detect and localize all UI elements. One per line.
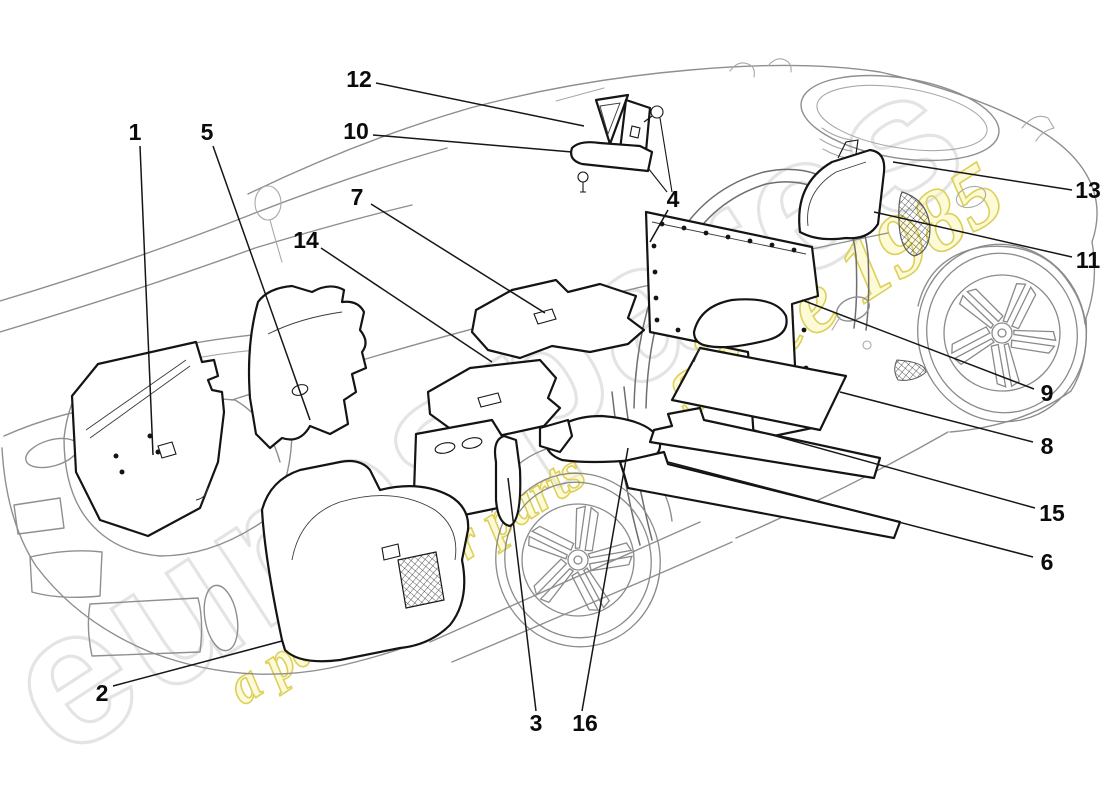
- part-label-4: 4: [667, 186, 680, 212]
- part-2-bumper-liner: [260, 459, 470, 663]
- leader-line-9: [801, 299, 1035, 390]
- part-label-6: 6: [1041, 549, 1054, 575]
- leader-line-1: [139, 145, 154, 456]
- leader-line-12: [375, 82, 585, 127]
- leader-line-11: [873, 211, 1073, 258]
- part-label-10: 10: [343, 118, 369, 144]
- part-label-7: 7: [351, 184, 364, 210]
- leader-line-15: [753, 429, 1036, 509]
- insulation-parts: [70, 93, 902, 663]
- leader-line-8: [839, 391, 1034, 443]
- leader-line-7: [370, 203, 546, 314]
- leader-line-6: [667, 461, 1034, 558]
- part-14-lower-mat: [426, 358, 562, 438]
- part-8-floor-mat: [670, 346, 848, 432]
- front-wheel: [495, 472, 661, 648]
- part-label-5: 5: [201, 119, 214, 145]
- leader-line-13: [892, 161, 1073, 191]
- leader-line-2: [112, 640, 283, 687]
- part-label-13: 13: [1075, 177, 1100, 203]
- part-1-front-bulkhead-pad: [70, 340, 226, 538]
- leader-line-5: [212, 145, 311, 421]
- part-7-engine-bay-mat: [470, 278, 646, 360]
- side-vent: [898, 191, 931, 257]
- leader-line-14: [320, 247, 493, 363]
- part-label-12: 12: [346, 66, 372, 92]
- part-5-wheelhouse-pad: [247, 284, 368, 450]
- part-label-11: 11: [1076, 247, 1100, 273]
- part-label-16: 16: [572, 710, 598, 736]
- leader-line-3: [507, 477, 537, 712]
- part-label-9: 9: [1041, 380, 1054, 406]
- leader-line-16: [581, 447, 629, 712]
- rear-wheel: [917, 243, 1087, 423]
- part-label-1: 1: [129, 119, 142, 145]
- part-label-15: 15: [1039, 500, 1065, 526]
- part-label-3: 3: [530, 710, 543, 736]
- part-12-10-bracket: [570, 93, 673, 193]
- console-pad-upper: [692, 298, 788, 349]
- leader-line-4: [649, 209, 669, 243]
- part-6-sill-strip: [618, 450, 902, 540]
- leader-line-10: [372, 134, 573, 153]
- part-label-8: 8: [1041, 433, 1054, 459]
- part-label-2: 2: [96, 680, 109, 706]
- part-13-11-quarter-pad: [798, 139, 886, 241]
- part-label-14: 14: [293, 227, 319, 253]
- part-15-sill-strip: [648, 406, 882, 480]
- sill-duct: [894, 359, 927, 381]
